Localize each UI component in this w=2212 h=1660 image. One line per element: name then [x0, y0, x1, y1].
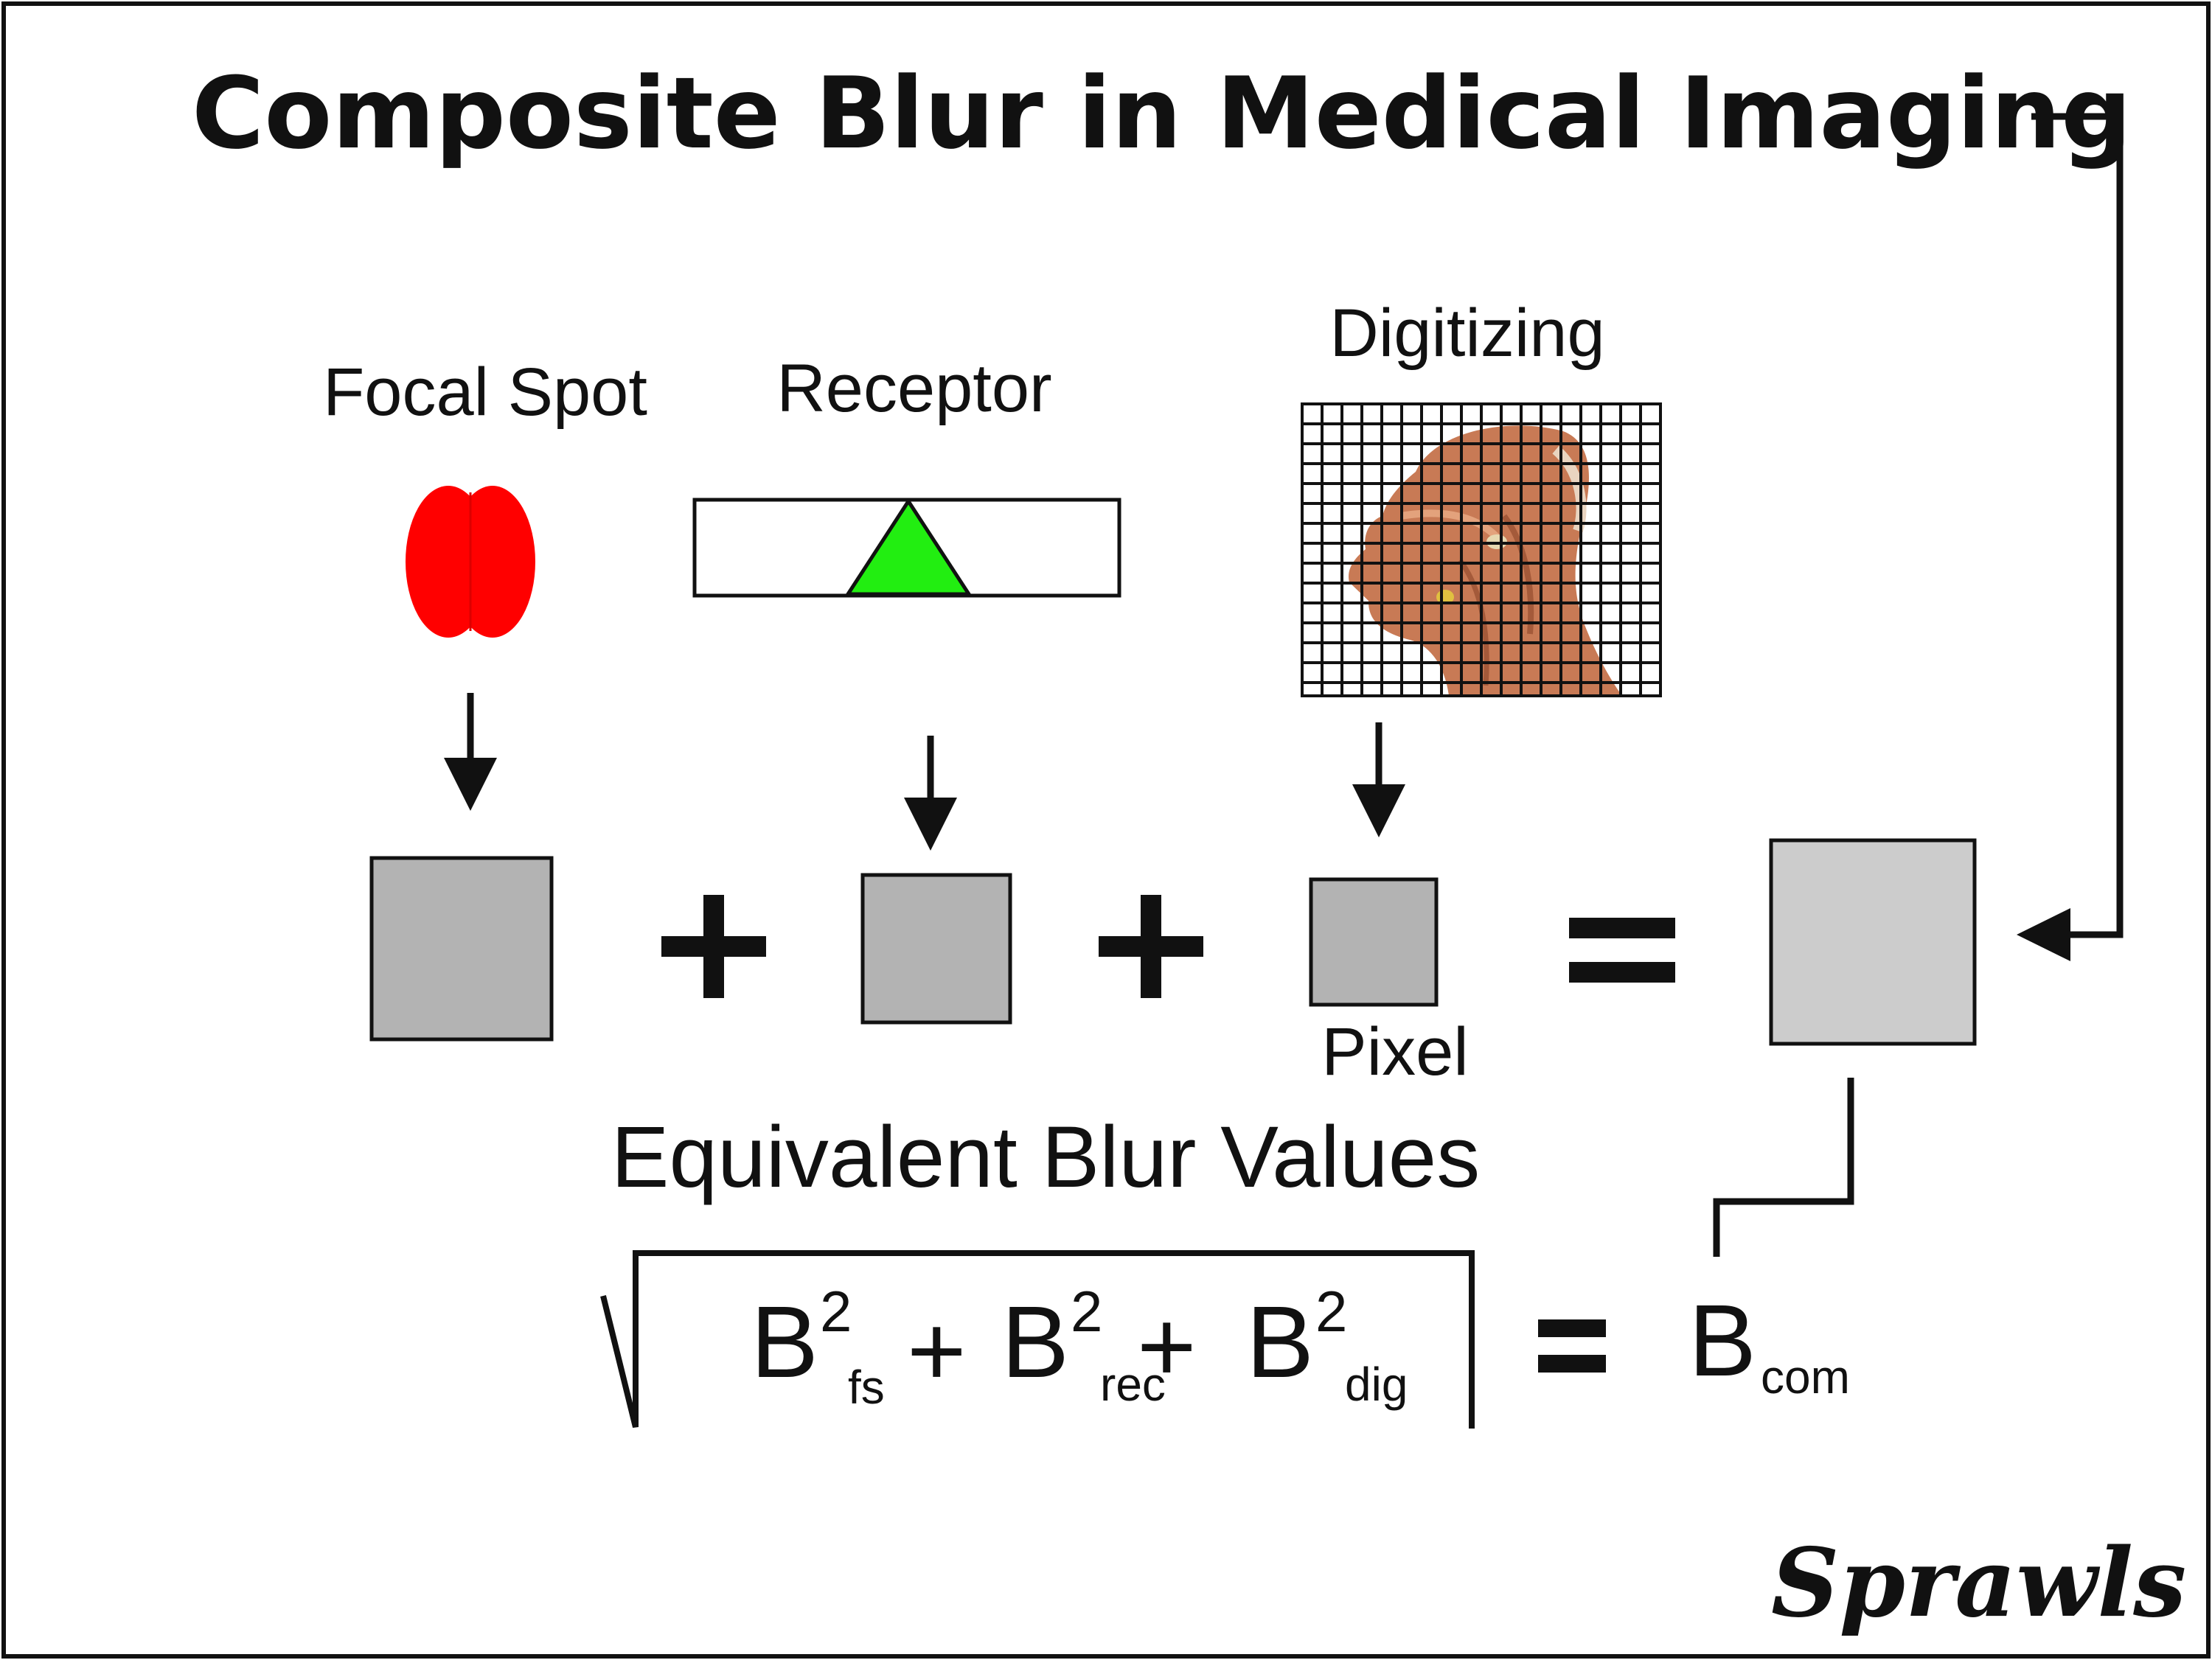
plus-operator-2 — [1099, 895, 1203, 998]
formula-term-rec-base: B — [1001, 1286, 1069, 1399]
digitizing-label: Digitizing — [1329, 296, 1604, 371]
focal-spot-down-arrow — [444, 693, 497, 811]
composite-blur-box — [1769, 838, 1977, 1046]
title-connector-line — [2031, 113, 2124, 938]
formula-term-dig-base: B — [1246, 1286, 1314, 1399]
plus-operator-1 — [661, 895, 766, 998]
formula-result-subscript: com — [1761, 1350, 1850, 1403]
formula-term-fs-subscript: fs — [848, 1361, 885, 1414]
digitized-head-grid-icon — [1301, 402, 1662, 697]
pixel-blur-box — [1309, 877, 1439, 1007]
formula-result-base: B — [1688, 1284, 1756, 1398]
focal-spot-icon — [406, 486, 535, 638]
square-root-sign — [600, 1250, 1475, 1429]
page-title: Composite Blur in Medical Imaging — [192, 56, 2132, 171]
pixel-label: Pixel — [1321, 1014, 1468, 1089]
formula-term-dig-exponent: 2 — [1315, 1279, 1347, 1344]
formula-equals-sign — [1538, 1319, 1606, 1373]
receptor-label: Receptor — [776, 351, 1051, 426]
digitizing-down-arrow — [1352, 722, 1405, 837]
formula-term-rec-subscript: rec — [1100, 1358, 1166, 1411]
receptor-blur-box — [860, 873, 1012, 1025]
focal-spot-blur-box — [369, 856, 554, 1042]
receptor-down-arrow — [904, 736, 957, 851]
formula-plus-1: + — [907, 1294, 967, 1408]
composite-arrowhead — [2017, 908, 2070, 961]
author-signature: Sprawls — [1771, 1528, 2186, 1639]
composite-formula-connector — [1713, 1078, 1854, 1257]
formula-term-fs-exponent: 2 — [820, 1279, 852, 1344]
equivalent-blur-caption: Equivalent Blur Values — [611, 1109, 1481, 1206]
equals-operator — [1569, 918, 1675, 983]
focal-spot-label: Focal Spot — [323, 355, 647, 430]
receptor-icon — [692, 498, 1121, 598]
formula-plus-2: + — [1137, 1290, 1197, 1403]
formula-term-fs-base: B — [751, 1286, 818, 1399]
formula-term-dig-subscript: dig — [1345, 1358, 1408, 1411]
formula-term-rec-exponent: 2 — [1071, 1279, 1102, 1344]
